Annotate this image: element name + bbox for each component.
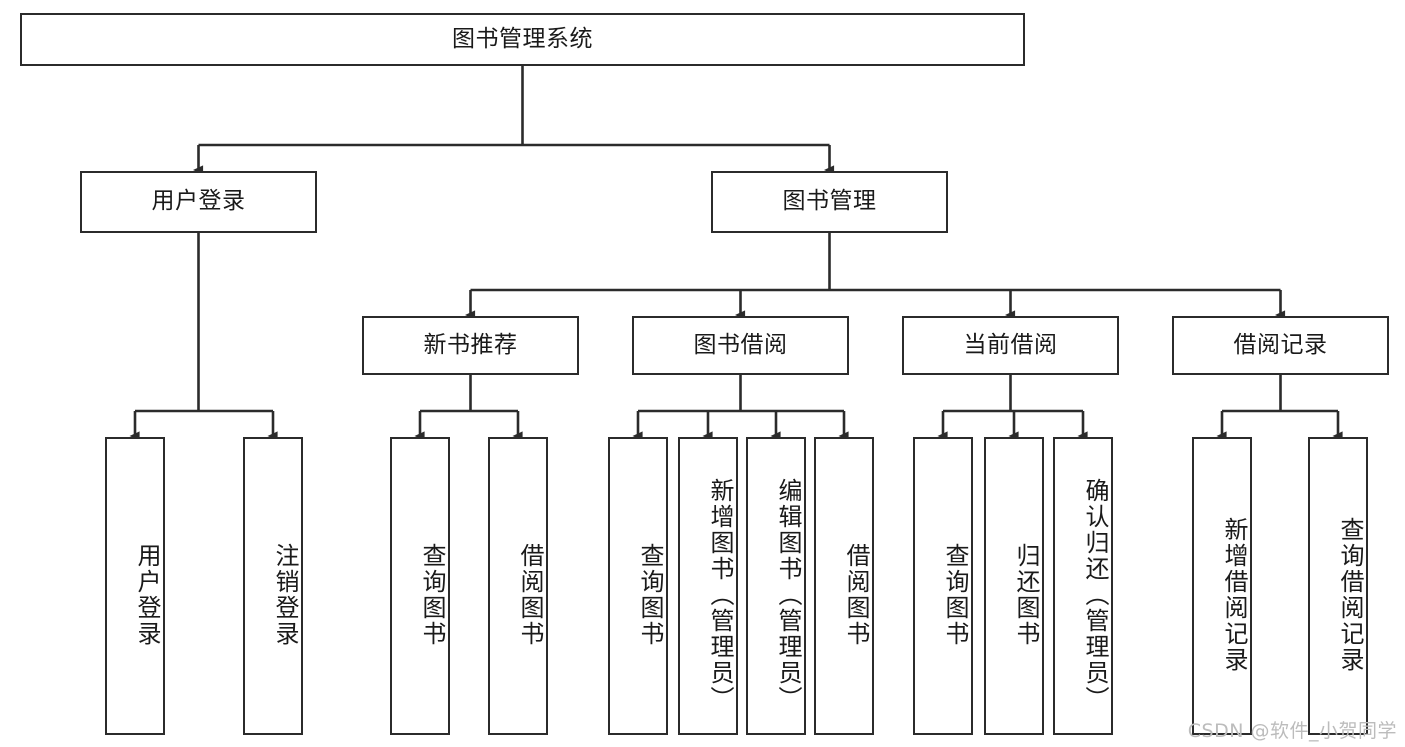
node-root[interactable]: 图书管理系统 xyxy=(20,13,1025,66)
node-label: 注销登录 xyxy=(271,543,299,647)
node-current-borrow[interactable]: 当前借阅 xyxy=(902,316,1119,375)
node-leaf-user-login[interactable]: 用户登录 xyxy=(105,437,165,735)
node-leaf-query-record[interactable]: 查询借阅记录 xyxy=(1308,437,1368,735)
node-label: 图书借阅 xyxy=(693,331,788,358)
node-label: 新增图书（管理员） xyxy=(706,478,734,712)
node-label: 借阅图书 xyxy=(842,543,870,647)
node-leaf-query-book-1[interactable]: 查询图书 xyxy=(390,437,450,735)
node-label: 用户登录 xyxy=(151,188,246,215)
node-leaf-query-book-2[interactable]: 查询图书 xyxy=(608,437,668,735)
node-user-login[interactable]: 用户登录 xyxy=(80,171,317,233)
node-leaf-query-book-3[interactable]: 查询图书 xyxy=(913,437,973,735)
node-leaf-add-record[interactable]: 新增借阅记录 xyxy=(1192,437,1252,735)
node-label: 借阅图书 xyxy=(516,543,544,647)
node-book-manage[interactable]: 图书管理 xyxy=(711,171,948,233)
node-label: 新书推荐 xyxy=(423,331,518,358)
node-label: 确认归还（管理员） xyxy=(1081,478,1109,712)
node-book-borrow[interactable]: 图书借阅 xyxy=(632,316,849,375)
node-label: 当前借阅 xyxy=(963,331,1058,358)
node-label: 借阅记录 xyxy=(1233,331,1328,358)
node-label: 用户登录 xyxy=(133,543,161,647)
watermark-text: CSDN @软件_小贺同学 xyxy=(1187,720,1397,742)
node-leaf-add-book[interactable]: 新增图书（管理员） xyxy=(678,437,738,735)
node-label: 查询图书 xyxy=(941,543,969,647)
node-label: 图书管理 xyxy=(782,188,877,215)
node-label: 编辑图书（管理员） xyxy=(774,478,802,712)
node-leaf-logout[interactable]: 注销登录 xyxy=(243,437,303,735)
node-label: 查询图书 xyxy=(418,543,446,647)
node-label: 查询图书 xyxy=(636,543,664,647)
node-leaf-borrow-book-2[interactable]: 借阅图书 xyxy=(814,437,874,735)
node-borrow-record[interactable]: 借阅记录 xyxy=(1172,316,1389,375)
node-leaf-borrow-book-1[interactable]: 借阅图书 xyxy=(488,437,548,735)
node-leaf-return-book[interactable]: 归还图书 xyxy=(984,437,1044,735)
node-leaf-edit-book[interactable]: 编辑图书（管理员） xyxy=(746,437,806,735)
node-label: 图书管理系统 xyxy=(452,25,593,52)
node-leaf-confirm-return[interactable]: 确认归还（管理员） xyxy=(1053,437,1113,735)
node-label: 归还图书 xyxy=(1012,543,1040,647)
node-label: 新增借阅记录 xyxy=(1220,517,1248,673)
node-label: 查询借阅记录 xyxy=(1336,517,1364,673)
node-new-book-rec[interactable]: 新书推荐 xyxy=(362,316,579,375)
